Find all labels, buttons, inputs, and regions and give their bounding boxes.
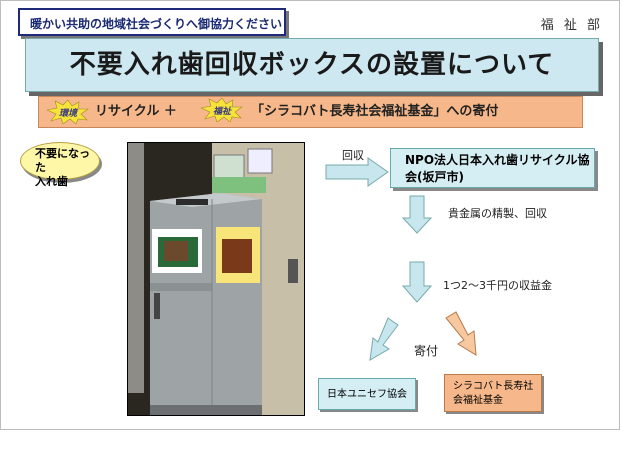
revenue-label: 1つ2～3千円の収益金 xyxy=(443,277,552,293)
unicef-box: 日本ユニセフ協会 xyxy=(318,378,416,410)
refine-label: 貴金属の精製、回収 xyxy=(448,205,547,221)
npo-name: NPO法人日本入れ歯リサイクル協会(坂戸市) xyxy=(405,153,589,184)
arrow-down-icon xyxy=(403,196,431,233)
welfare-fund-box: シラコバト長寿社会福祉基金 xyxy=(444,374,542,412)
arrow-down-icon xyxy=(403,262,431,302)
arrow-down-left-icon xyxy=(370,318,398,360)
npo-box: NPO法人日本入れ歯リサイクル協会(坂戸市) xyxy=(390,148,595,188)
arrow-down-right-icon xyxy=(446,312,476,355)
collection-label: 回収 xyxy=(342,147,364,163)
donation-label: 寄付 xyxy=(414,342,438,359)
